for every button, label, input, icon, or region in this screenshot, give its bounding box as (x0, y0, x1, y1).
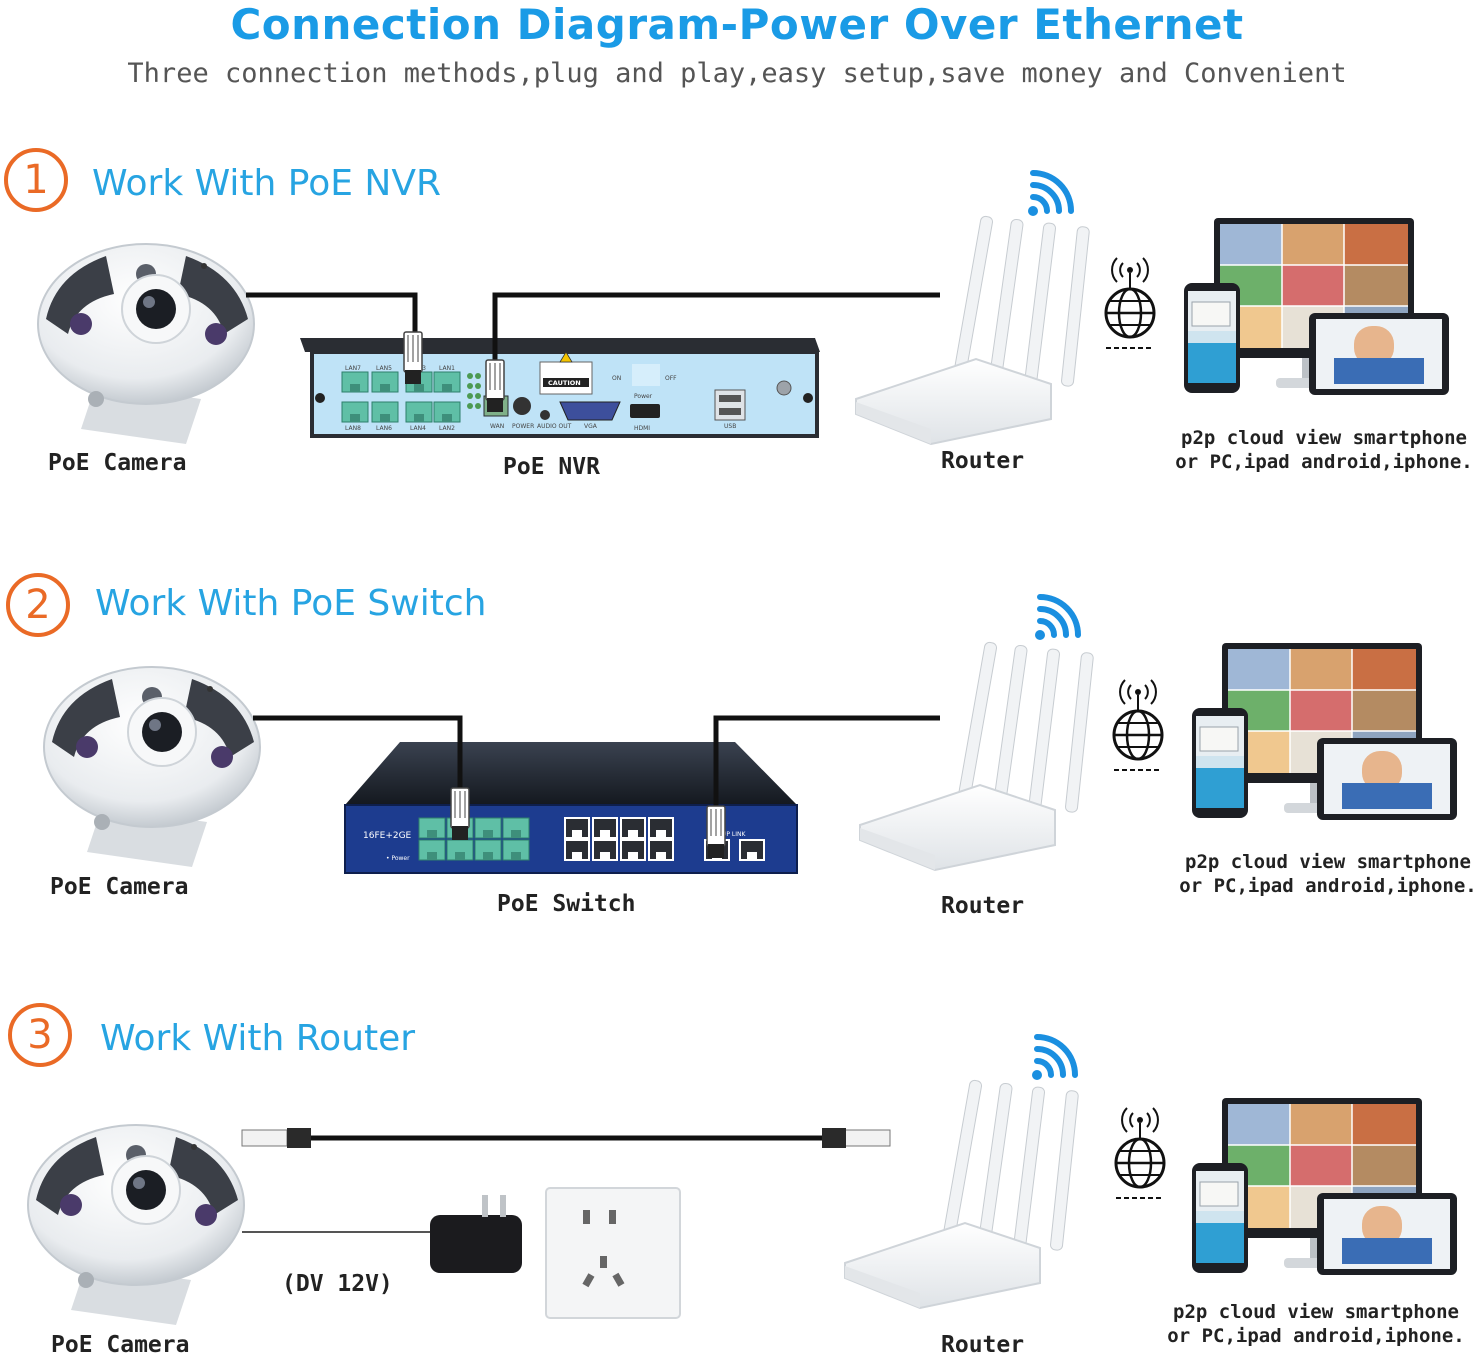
nvr-label-lan6: LAN6 (376, 425, 392, 432)
section-2-camera-label: PoE Camera (50, 874, 189, 900)
section-1-router-label: Router (941, 448, 1025, 474)
nvr-label-wan: WAN (490, 423, 504, 430)
adapter-icon (242, 1195, 522, 1273)
section-1-cloud-text: p2p cloud view smartphone or PC,ipad and… (1174, 426, 1474, 474)
nvr-label-lan4: LAN4 (410, 425, 426, 432)
section-2-cloud-text: p2p cloud view smartphone or PC,ipad and… (1178, 850, 1474, 898)
ethernet-plug-icon (450, 787, 470, 841)
nvr-label-on: ON (612, 375, 621, 382)
section-3-title: Work With Router (100, 1018, 416, 1059)
cloud-line-1: p2p cloud view smartphone (1181, 427, 1467, 449)
section-3-number: 3 (8, 1003, 72, 1067)
nvr-label-vga: VGA (584, 423, 598, 430)
camera-icon (43, 666, 261, 868)
wifi-icon (1035, 597, 1078, 640)
switch-uplink: UP LINK (722, 831, 747, 838)
nvr-icon: LAN7 LAN5 LAN3 LAN1 LAN8 LAN6 LAN4 LAN2 … (300, 338, 820, 438)
globe-icon (1104, 256, 1156, 350)
nvr-caution: CAUTION (548, 379, 581, 387)
globe-icon (1112, 678, 1164, 772)
cloud-line-1: p2p cloud view smartphone (1173, 1301, 1459, 1323)
nvr-label-audio: AUDIO OUT (537, 423, 572, 430)
wifi-icon (1032, 1037, 1075, 1080)
nvr-label-lan5: LAN5 (376, 365, 392, 372)
section-2-number: 2 (6, 573, 70, 637)
nvr-label-hdmi: HDMI (634, 425, 650, 432)
page-subtitle: Three connection methods,plug and play,e… (127, 58, 1347, 89)
devices-icon (1191, 642, 1458, 821)
nvr-label-lan1: LAN1 (439, 365, 455, 372)
switch-icon: 16FE+2GE • Power UP LINK (344, 742, 798, 874)
section-3-cloud-text: p2p cloud view smartphone or PC,ipad and… (1166, 1300, 1466, 1348)
switch-model: 16FE+2GE (363, 831, 412, 841)
wifi-icon (1028, 173, 1071, 216)
section-1-nvr-label: PoE NVR (503, 454, 600, 480)
nvr-label-usb: USB (724, 423, 736, 430)
cloud-line-2: or PC,ipad android,iphone. (1179, 875, 1474, 897)
nvr-label-lan2: LAN2 (439, 425, 455, 432)
router-icon (844, 1078, 1080, 1309)
nvr-label-lan8: LAN8 (345, 425, 361, 432)
nvr-label-power: Power (634, 393, 653, 400)
section-2-title: Work With PoE Switch (95, 583, 487, 624)
nvr-label-off: OFF (665, 375, 677, 382)
devices-icon (1191, 1097, 1458, 1276)
section-2-cables (253, 715, 940, 810)
devices-icon (1183, 217, 1450, 396)
cloud-line-1: p2p cloud view smartphone (1185, 851, 1471, 873)
router-icon (855, 214, 1091, 445)
nvr-label-lan7: LAN7 (345, 365, 361, 372)
section-2-router-label: Router (941, 893, 1025, 919)
ethernet-plug-icon (485, 359, 505, 413)
ethernet-plug-icon (706, 805, 726, 859)
router-icon (859, 640, 1095, 871)
page-title: Connection Diagram-Power Over Ethernet (230, 0, 1244, 49)
camera-icon (27, 1124, 245, 1326)
section-3-router-label: Router (941, 1332, 1025, 1358)
section-1-title: Work With PoE NVR (92, 163, 441, 204)
section-1-number: 1 (4, 148, 68, 212)
nvr-label-power-port: POWER (512, 423, 534, 430)
power-label: (DV 12V) (282, 1271, 393, 1297)
section-3-camera-label: PoE Camera (51, 1332, 190, 1358)
section-2-switch-label: PoE Switch (497, 891, 636, 917)
socket-icon (545, 1187, 681, 1319)
cloud-line-2: or PC,ipad android,iphone. (1175, 451, 1473, 473)
section-3-ethernet-cable (241, 1128, 891, 1148)
cloud-line-2: or PC,ipad android,iphone. (1167, 1325, 1465, 1347)
switch-power: • Power (386, 855, 410, 862)
ethernet-plug-icon (403, 331, 423, 385)
globe-icon (1114, 1106, 1166, 1200)
section-1-camera-label: PoE Camera (48, 450, 187, 476)
camera-icon (37, 243, 255, 445)
